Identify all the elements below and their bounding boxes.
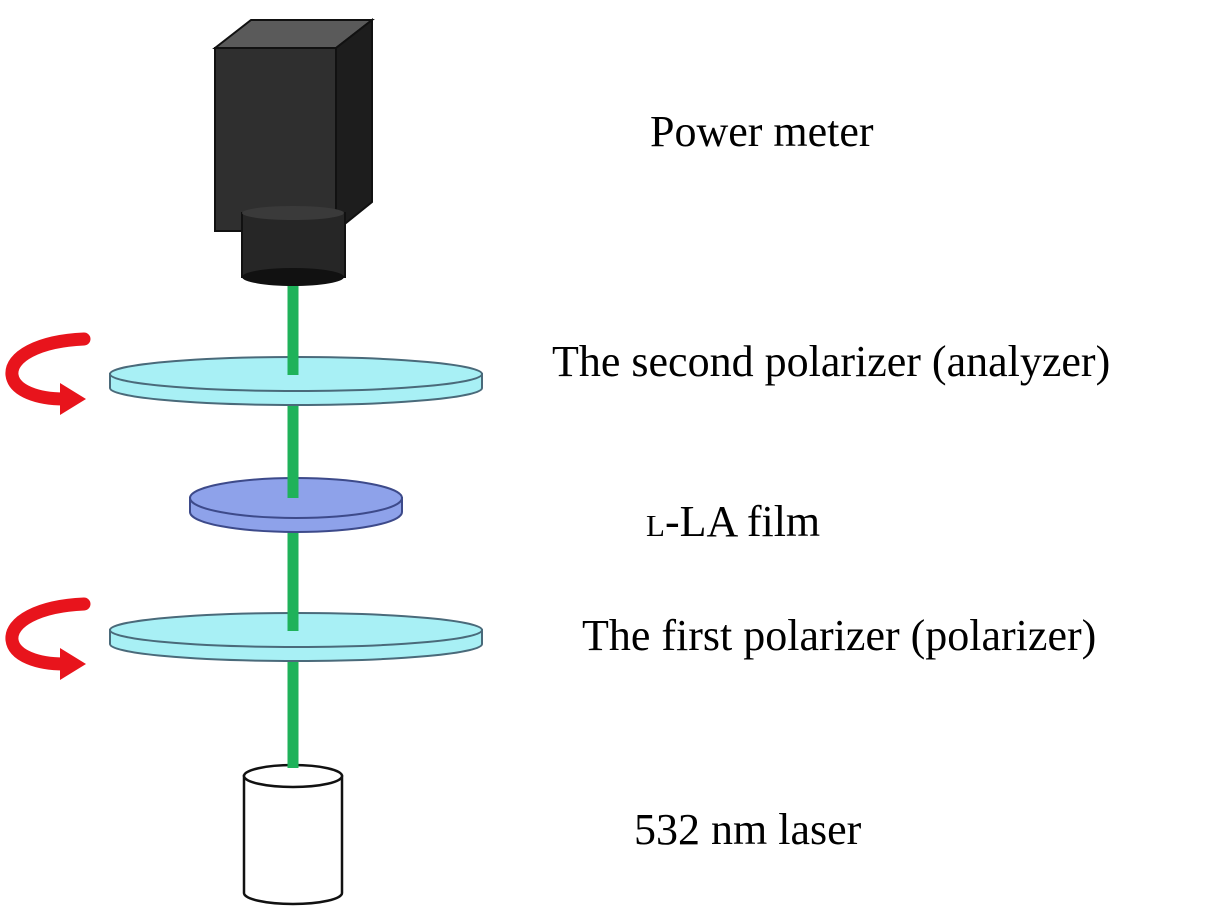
laser-body [242,774,344,906]
power-meter-lens-top [242,206,344,220]
power-meter-side-face [335,17,373,234]
label-power-meter: Power meter [650,107,874,156]
curved-rotation-arrow-icon [5,597,91,680]
power-meter-front-face [214,47,337,232]
power-meter-lens [241,212,346,278]
label-film-prefix: l [646,497,665,546]
laser-top [242,763,344,789]
laser-source [242,740,344,906]
label-first-polarizer: The first polarizer (polarizer) [582,611,1097,660]
label-film-suffix: -LA film [664,497,821,546]
label-second-polarizer: The second polarizer (analyzer) [552,337,1111,386]
curved-rotation-arrow-icon [5,332,91,415]
label-laser: 532 nm laser [634,805,862,854]
power-meter [212,17,375,286]
power-meter-lens-rim [242,268,344,286]
label-film: l-LA film [646,500,820,544]
